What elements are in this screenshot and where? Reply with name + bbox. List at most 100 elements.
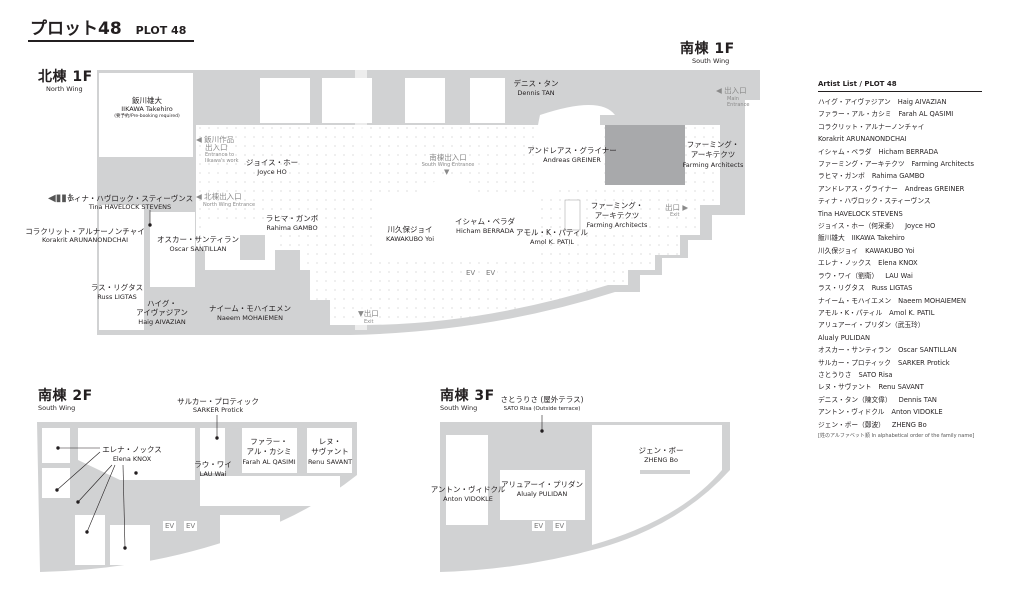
artist-label: Tina HAVELOCK STEVENS <box>88 203 172 211</box>
artist-label: コラクリット・アルナーノンチャイ <box>25 227 145 236</box>
artist-name-en: Russ LIGTAS <box>871 284 913 293</box>
elevator-label: EV <box>464 268 478 278</box>
artist-label: KAWAKUBO Yoi <box>385 235 435 243</box>
artist-name-en: IIKAWA Takehiro <box>851 234 905 243</box>
wing-label-north: North Wing <box>46 85 83 93</box>
artist-name-en: Renu SAVANT <box>878 383 924 392</box>
artist-label: アリュアーイ・プリダン <box>501 480 583 489</box>
main-entrance-label: ◀ 出入口 <box>716 86 747 95</box>
elevator-label: EV <box>163 521 177 531</box>
artist-name-jp: ラウ・ワイ（劉衛） <box>818 271 879 280</box>
iikawa-entrance-label: Iikawa's work <box>205 158 239 164</box>
artist-label: アンドレアス・グライナー <box>527 146 617 155</box>
artist-list-item: 飯川雄大 IIKAWA Takehiro <box>818 232 1018 244</box>
artist-label: Anton VIDOKLE <box>443 495 493 503</box>
floor-label-north-1f: 北棟 1F <box>38 69 93 85</box>
artist-name-en: Naeem MOHAIEMEN <box>898 296 966 305</box>
artist-label: アイヴァジアン <box>136 308 188 317</box>
main-entrance-label: Main <box>727 96 739 102</box>
artist-list-item: ジェン・ボー（鄭波）ZHENG Bo <box>818 419 1018 431</box>
artist-label: サヴァント <box>311 447 349 456</box>
artist-name-en: Hicham BERRADA <box>878 147 939 156</box>
artist-label: ラウ・ワイ <box>194 460 232 469</box>
artist-list-item: アリュアーイ・プリダン（武玉玲）Alualy PULIDAN <box>818 319 1018 344</box>
artist-name-jp: イシャム・ベラダ <box>818 147 872 156</box>
artist-label: Hicham BERRADA <box>456 227 514 235</box>
artist-list-item: イシャム・ベラダ Hicham BERRADA <box>818 146 1018 158</box>
artist-label: Rahima GAMBO <box>266 224 318 232</box>
artist-label: IIKAWA Takehiro <box>121 105 173 113</box>
artist-label: アーキテクツ <box>690 150 736 159</box>
artist-list-item: デニス・タン（陳文偉）Dennis TAN <box>818 394 1018 406</box>
artist-label: アモル・K・パティル <box>516 228 588 237</box>
artist-name-en: Amol K. PATIL <box>889 308 935 317</box>
artist-name-en: Haig AIVAZIAN <box>897 98 947 106</box>
artist-label: ラス・リグタス <box>90 283 144 292</box>
floor-3f-plan <box>440 422 730 572</box>
leader-lines <box>55 210 544 550</box>
artist-label: Joyce HO <box>257 168 287 176</box>
artist-list: Artist List / PLOT 48 ハイグ・アイヴァジアン Haig AI… <box>818 80 1018 442</box>
artist-list-item: ハイグ・アイヴァジアン Haig AIVAZIAN <box>818 96 1018 108</box>
artist-label: Farah AL QASIMI <box>242 458 296 466</box>
artist-name-jp: アンドレアス・グライナー <box>818 184 898 193</box>
artist-name-jp: ジョイス・ホー（何采柔） <box>818 222 899 231</box>
artist-label: レヌ・ <box>318 437 342 446</box>
south-entrance-label: 南棟出入口 <box>429 153 467 162</box>
restroom-accessible-icon: ◀▮▮♿ <box>48 193 76 204</box>
artist-name-jp: ハイグ・アイヴァジアン <box>818 98 891 106</box>
artist-name-en: Farah AL QASIMI <box>898 110 954 119</box>
artist-name-jp: 飯川雄大 <box>818 234 845 243</box>
wing-label-south: South Wing <box>692 57 730 65</box>
artist-name-en: Farming Architects <box>911 160 974 169</box>
floor-label-south-1f: 南棟 1F <box>680 41 735 57</box>
artist-name-jp: アントン・ヴィドクル <box>818 408 885 417</box>
artist-label: Andreas GREINER <box>543 156 601 164</box>
artist-name-en: Dennis TAN <box>898 395 937 404</box>
artist-label: イシャム・ベラダ <box>455 217 515 226</box>
artist-name-jp: ファラー・アル・カシミ <box>818 110 892 119</box>
artist-label: ラヒマ・ガンボ <box>265 214 319 223</box>
artist-name-jp: エレナ・ノックス <box>818 259 872 268</box>
artist-name-jp: ナイーム・モハイエメン <box>818 296 892 305</box>
artist-list-item: ファーミング・アーキテクツ Farming Architects <box>818 158 1018 170</box>
artist-name-jp: ファーミング・アーキテクツ <box>818 160 905 169</box>
artist-name-jp: ラヒマ・ガンボ <box>818 172 865 181</box>
title-underline <box>28 40 194 42</box>
artist-label: SARKER Protick <box>192 406 244 414</box>
artist-list-item: ファラー・アル・カシミ Farah AL QASIMI <box>818 108 1018 120</box>
main-entrance-label: Entrance <box>727 102 750 108</box>
artist-name-jp: サルカー・プロティック <box>818 358 891 367</box>
wing-label-south: South Wing <box>440 404 478 412</box>
south-entrance-label: South Wing Entrance <box>421 162 475 168</box>
artist-list-header: Artist List / PLOT 48 <box>818 80 982 92</box>
wing-label-south: South Wing <box>38 404 76 412</box>
iikawa-entrance-label: ◀ 飯川作品 <box>196 135 235 144</box>
artist-name-en: Oscar SANTILLAN <box>898 346 957 355</box>
iikawa-entrance-label: Entrance to <box>205 152 235 158</box>
iikawa-entrance-label: 出入口 <box>205 143 228 152</box>
elevator-label: EV <box>484 268 498 278</box>
artist-list-items: ハイグ・アイヴァジアン Haig AIVAZIAN ファラー・アル・カシミ Farah… <box>818 96 1018 431</box>
artist-name-en: Tina HAVELOCK STEVENS <box>818 209 903 218</box>
artist-label: ジョイス・ホー <box>245 158 299 167</box>
floor-1f-plan <box>97 70 760 335</box>
exit-label: ▼出口 <box>358 309 379 318</box>
artist-name-en: ZHENG Bo <box>891 420 927 429</box>
artist-label: ファラー・ <box>250 437 288 446</box>
artist-label: Amol K. PATIL <box>530 238 574 246</box>
artist-label: SATO Risa (Outside terrace) <box>503 406 581 412</box>
artist-label: 川久保ジョイ <box>387 225 433 234</box>
artist-label: Farming Architects <box>682 161 744 169</box>
artist-name-jp: コラクリット・アルナーノンチャイ <box>818 122 925 131</box>
artist-name-jp: アモル・K・パティル <box>818 308 883 317</box>
artist-label: Korakrit ARUNANONDCHAI <box>41 236 129 244</box>
